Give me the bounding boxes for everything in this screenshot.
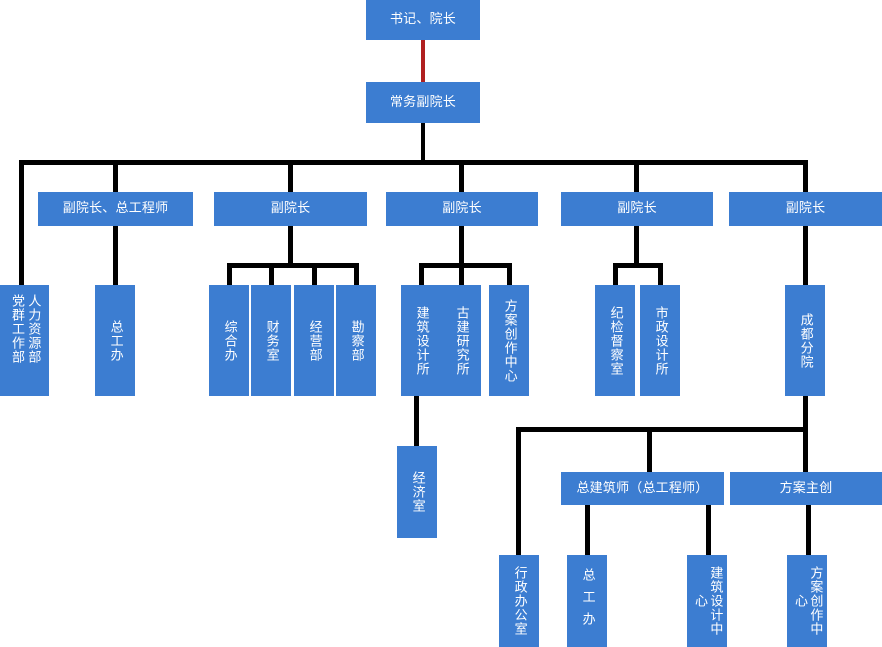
node-economics-office[interactable]: 经济室	[397, 446, 437, 538]
connector-chengdu-drop-admin-office	[516, 427, 521, 555]
node-chief-engineer-office[interactable]: 总工办	[95, 285, 135, 396]
node-vice-dean-5[interactable]: 副院长	[729, 192, 882, 226]
connector-vd3-drop-ancient-arch-inst	[459, 263, 464, 285]
connector-vd4-drop-municipal-inst	[658, 263, 663, 285]
connector-arch-design-inst-to-economics-office	[414, 396, 419, 446]
node-chief-architect[interactable]: 总建筑师（总工程师）	[561, 472, 724, 505]
connector-chief-architect-to-arch-design-center	[706, 505, 711, 555]
node-hr-and-party-work-dept[interactable]: 党群工作部 人力资源部	[0, 285, 49, 396]
connector-vd2-drop-operations-dept	[312, 263, 317, 285]
connector-chief-architect-to-cd-chief-eng-office	[585, 505, 590, 555]
connector-chengdu-branch-stem	[803, 396, 808, 430]
node-vice-dean-2[interactable]: 副院长	[214, 192, 367, 226]
node-secretary-dean[interactable]: 书记、院长	[366, 0, 480, 40]
node-chengdu-branch[interactable]: 成都分院	[785, 285, 825, 396]
node-scheme-creation-center[interactable]: 方案创作中心	[489, 285, 529, 396]
node-hr-dept-label: 人力资源部	[25, 294, 41, 364]
node-vice-dean-4[interactable]: 副院长	[561, 192, 713, 226]
connector-chengdu-branch-bus	[516, 427, 808, 432]
connector-vd2-drop-finance-office	[269, 263, 274, 285]
connector-vd2-stem	[288, 225, 293, 265]
connector-vd4-drop-discipline-office	[613, 263, 618, 285]
node-chengdu-chief-engineer-office[interactable]: 总工办	[567, 555, 607, 647]
connector-vd3-bus	[419, 263, 512, 268]
connector-bus-drop-vd4	[634, 160, 639, 192]
connector-bus-drop-vd1	[113, 160, 118, 192]
connector-bus-drop-hr-party	[19, 160, 24, 285]
node-general-office[interactable]: 综合办	[209, 285, 249, 396]
connector-main-bus	[19, 160, 808, 165]
connector-bus-drop-vd3	[459, 160, 464, 192]
node-administrative-office[interactable]: 行政办公室	[499, 555, 539, 647]
connector-chengdu-drop-chief-architect	[647, 427, 652, 472]
node-operations-dept[interactable]: 经营部	[294, 285, 334, 396]
connector-vd3-drop-arch-design-inst	[419, 263, 424, 285]
node-vice-dean-chief-engineer[interactable]: 副院长、总工程师	[38, 192, 193, 226]
connector-bus-drop-vd2	[288, 160, 293, 192]
node-exec-vice-dean[interactable]: 常务副院长	[366, 82, 480, 123]
connector-vd3-drop-scheme-center	[507, 263, 512, 285]
node-architectural-design-center[interactable]: 建筑设计中心	[687, 555, 727, 647]
connector-exec-vice-dean-drop	[421, 123, 425, 163]
node-finance-office[interactable]: 财务室	[251, 285, 291, 396]
connector-vd5-to-chengdu-branch	[803, 225, 808, 285]
node-party-work-dept-label: 党群工作部	[9, 294, 24, 364]
connector-vd2-drop-general-office	[227, 263, 232, 285]
node-discipline-inspection-office[interactable]: 纪检督察室	[595, 285, 635, 396]
connector-vd2-drop-survey-dept	[354, 263, 359, 285]
connector-chengdu-drop-scheme-lead	[803, 427, 808, 472]
connector-vd2-bus	[227, 263, 359, 268]
node-municipal-design-institute[interactable]: 市政设计所	[640, 285, 680, 396]
node-chengdu-scheme-creation-center[interactable]: 方案创作中心	[787, 555, 827, 647]
node-vice-dean-3[interactable]: 副院长	[386, 192, 538, 226]
connector-bus-drop-vd5	[803, 160, 808, 192]
connector-vd3-stem	[459, 225, 464, 265]
node-ancient-architecture-institute[interactable]: 古建研究所	[441, 285, 481, 396]
node-survey-dept[interactable]: 勘察部	[336, 285, 376, 396]
connector-vd4-stem	[634, 225, 639, 265]
connector-secretary-to-exec-vice-dean	[421, 38, 425, 82]
node-scheme-lead[interactable]: 方案主创	[730, 472, 882, 505]
node-architectural-design-institute[interactable]: 建筑设计所	[401, 285, 441, 396]
connector-vd1-to-chief-eng-office	[113, 225, 118, 285]
connector-vd4-bus	[613, 263, 663, 268]
connector-scheme-lead-to-cd-scheme-center	[806, 505, 811, 555]
